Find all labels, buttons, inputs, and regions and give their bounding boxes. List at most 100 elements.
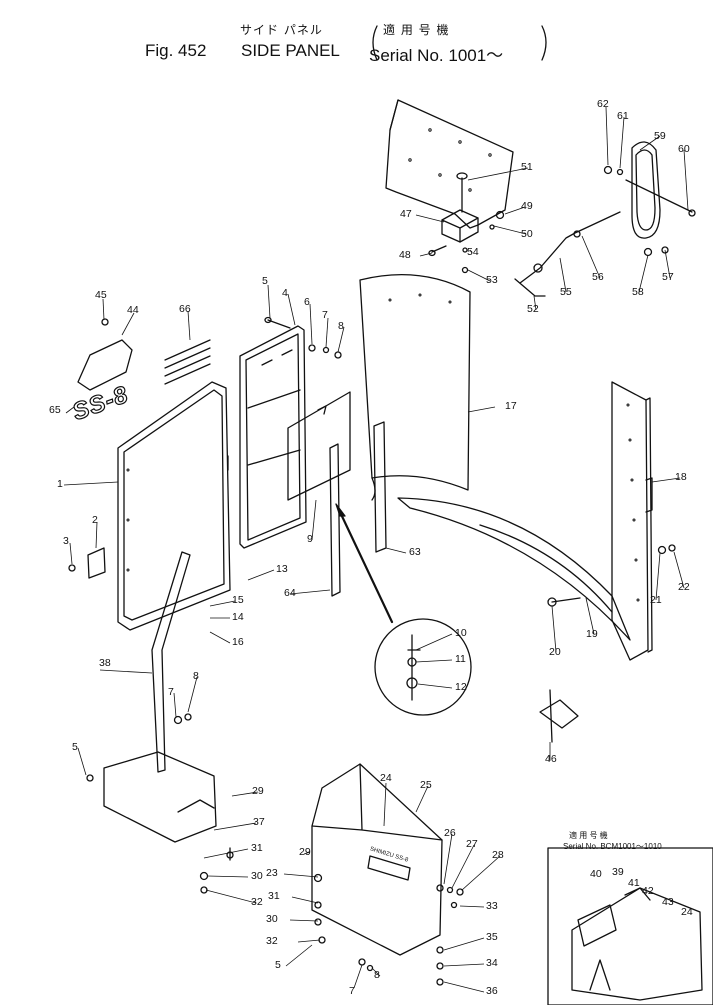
callout-49: 49 bbox=[521, 200, 533, 212]
inset-serial-label: Serial No. BCM1001～1010 bbox=[563, 842, 662, 851]
upper-rear-panel-holes bbox=[408, 128, 492, 192]
lower-cover-24 bbox=[311, 763, 443, 956]
inset-machine bbox=[571, 887, 703, 1001]
callout-5: 5 bbox=[275, 959, 281, 971]
callout-32: 32 bbox=[266, 935, 278, 947]
header-bracket-right bbox=[541, 25, 547, 61]
callout-7: 7 bbox=[168, 686, 174, 698]
callout-2: 2 bbox=[92, 514, 98, 526]
jp-applicability-label: 適 用 号 機 bbox=[383, 23, 450, 37]
callout-42: 42 bbox=[642, 885, 654, 897]
callout-31: 31 bbox=[268, 890, 280, 902]
callout-36: 36 bbox=[486, 985, 498, 997]
grab-handle-59 bbox=[631, 141, 661, 239]
serial-range: Serial No. 1001～ bbox=[369, 46, 504, 65]
plate-2 bbox=[87, 547, 106, 579]
end-panel-18 bbox=[611, 381, 649, 661]
upper-rear-panel bbox=[385, 99, 514, 229]
callout-14: 14 bbox=[232, 611, 244, 623]
callout-51: 51 bbox=[521, 161, 533, 173]
callout-57: 57 bbox=[662, 271, 674, 283]
bolt-60 bbox=[625, 179, 693, 213]
callout-24: 24 bbox=[681, 906, 693, 918]
callout-32: 32 bbox=[251, 896, 263, 908]
mounting-bracket bbox=[441, 209, 479, 243]
callout-24: 24 bbox=[380, 772, 392, 784]
callout-31: 31 bbox=[251, 842, 263, 854]
callout-55: 55 bbox=[560, 286, 572, 298]
callout-40: 40 bbox=[590, 868, 602, 880]
side-panel-17 bbox=[359, 273, 471, 491]
callout-8: 8 bbox=[374, 969, 380, 981]
callout-43: 43 bbox=[662, 896, 674, 908]
callout-28: 28 bbox=[492, 849, 504, 861]
callout-66: 66 bbox=[179, 303, 191, 315]
callout-5: 5 bbox=[262, 275, 268, 287]
strip-63 bbox=[373, 421, 387, 553]
callout-12: 12 bbox=[455, 681, 467, 693]
callout-47: 47 bbox=[400, 208, 412, 220]
callout-7: 7 bbox=[349, 985, 355, 997]
detail-magnifier bbox=[374, 618, 472, 716]
callout-8: 8 bbox=[338, 320, 344, 332]
callout-15: 15 bbox=[232, 594, 244, 606]
logo-44 bbox=[77, 339, 133, 391]
callout-37: 37 bbox=[253, 816, 265, 828]
callout-6: 6 bbox=[304, 296, 310, 308]
callout-17: 17 bbox=[505, 400, 517, 412]
callout-59: 59 bbox=[654, 130, 666, 142]
callout-1: 1 bbox=[57, 478, 63, 490]
callout-45: 45 bbox=[95, 289, 107, 301]
callout-50: 50 bbox=[521, 228, 533, 240]
jp-part-name: サイド パネル bbox=[240, 23, 323, 37]
callout-52: 52 bbox=[527, 303, 539, 315]
callout-56: 56 bbox=[592, 271, 604, 283]
callout-19: 19 bbox=[586, 628, 598, 640]
callout-9: 9 bbox=[307, 533, 313, 545]
callout-18: 18 bbox=[675, 471, 687, 483]
grille-decal-66 bbox=[164, 339, 211, 385]
callout-16: 16 bbox=[232, 636, 244, 648]
inset-frame bbox=[547, 847, 713, 1005]
header-bracket-left bbox=[372, 25, 378, 61]
callout-48: 48 bbox=[399, 249, 411, 261]
callout-22: 22 bbox=[678, 581, 690, 593]
callout-54: 54 bbox=[467, 246, 479, 258]
inset-jp-label: 適 用 号 機 bbox=[569, 831, 608, 840]
callout-7: 7 bbox=[322, 309, 328, 321]
strip-64 bbox=[329, 443, 341, 597]
callout-58: 58 bbox=[632, 286, 644, 298]
rod-55 bbox=[519, 211, 621, 284]
callout-62: 62 bbox=[597, 98, 609, 110]
callout-4: 4 bbox=[282, 287, 288, 299]
stay-38 bbox=[151, 551, 191, 773]
main-panel-1 bbox=[117, 381, 231, 631]
cover-sheet-9 bbox=[287, 391, 351, 501]
callout-34: 34 bbox=[486, 957, 498, 969]
callout-5: 5 bbox=[72, 741, 78, 753]
callout-13: 13 bbox=[276, 563, 288, 575]
callout-38: 38 bbox=[99, 657, 111, 669]
callout-20: 20 bbox=[549, 646, 561, 658]
callout-41: 41 bbox=[628, 877, 640, 889]
callout-27: 27 bbox=[466, 838, 478, 850]
callout-44: 44 bbox=[127, 304, 139, 316]
callout-39: 39 bbox=[612, 866, 624, 878]
callout-8: 8 bbox=[193, 670, 199, 682]
figure-title: SIDE PANEL bbox=[241, 41, 340, 60]
callout-30: 30 bbox=[266, 913, 278, 925]
callout-61: 61 bbox=[617, 110, 629, 122]
part-46 bbox=[539, 699, 579, 729]
callout-53: 53 bbox=[486, 274, 498, 286]
callout-64: 64 bbox=[284, 587, 296, 599]
callout-65: 65 bbox=[49, 404, 61, 416]
callout-60: 60 bbox=[678, 143, 690, 155]
callout-30: 30 bbox=[251, 870, 263, 882]
callout-25: 25 bbox=[420, 779, 432, 791]
panel-frame-4 bbox=[239, 325, 307, 549]
name-plate-24 bbox=[367, 855, 411, 881]
callout-3: 3 bbox=[63, 535, 69, 547]
callout-63: 63 bbox=[409, 546, 421, 558]
